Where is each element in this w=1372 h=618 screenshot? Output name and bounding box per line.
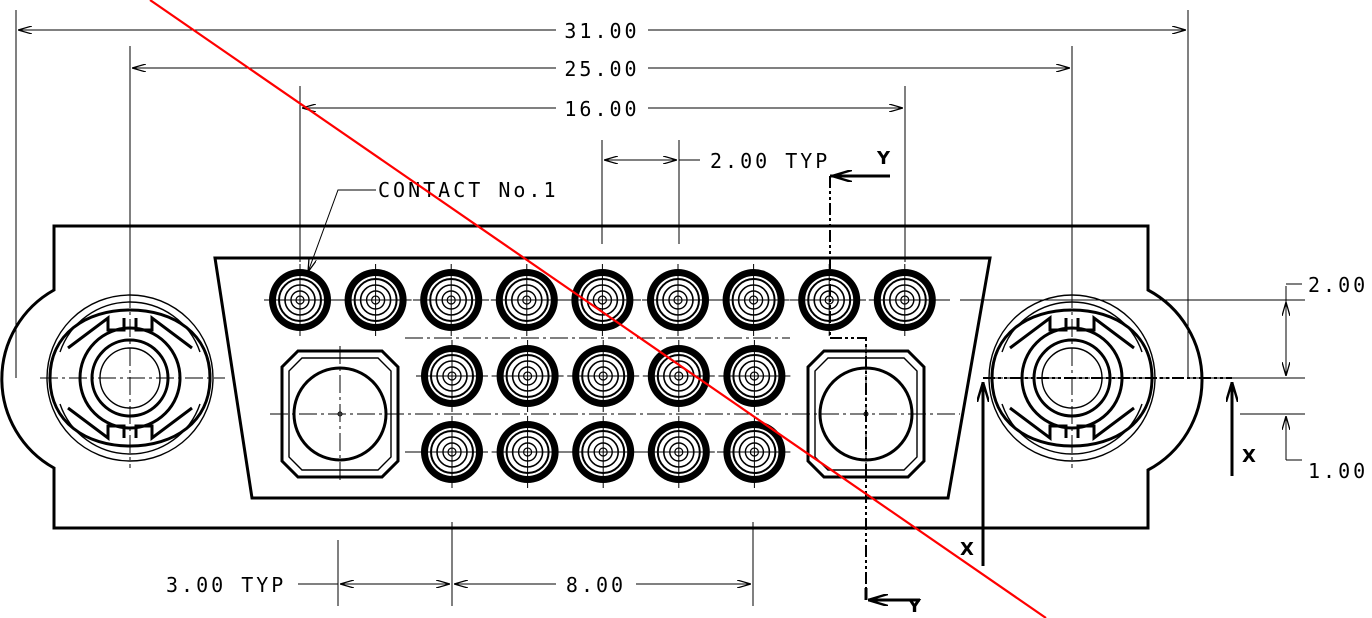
signal-contact xyxy=(566,264,639,336)
signal-contact xyxy=(868,264,941,336)
dim-overall-width-label: 31.00 xyxy=(564,19,639,43)
section-label-x-left: X xyxy=(960,539,974,560)
section-line-y xyxy=(829,176,920,600)
signal-contact xyxy=(642,340,715,412)
dim-contact-pitch-label: 2.00 TYP xyxy=(710,149,830,173)
dim-row-offsets xyxy=(960,283,1305,461)
signal-contact xyxy=(717,264,790,336)
signal-contact xyxy=(416,340,488,412)
signal-contact xyxy=(339,264,412,336)
dim-coax-spacing-label: 8.00 xyxy=(566,573,626,597)
signal-contact xyxy=(490,264,563,336)
dim-bottom xyxy=(298,522,754,606)
contact-one-leader xyxy=(308,189,376,272)
signal-contact xyxy=(491,340,564,412)
dim-contact-pitch xyxy=(601,140,700,244)
signal-contact xyxy=(718,416,791,488)
signal-contact xyxy=(416,416,488,488)
signal-contact xyxy=(642,416,715,488)
dim-overall-width xyxy=(15,10,1189,378)
dim-row-offset-bottom-label: 1.00 xyxy=(1308,459,1368,483)
signal-contact xyxy=(491,416,564,488)
signal-contact xyxy=(415,264,488,336)
dim-row-offset-top-label: 2.00 xyxy=(1308,273,1368,297)
signal-contact xyxy=(567,416,640,488)
dim-contact-span-label: 16.00 xyxy=(564,97,639,121)
connector-body-outline xyxy=(0,224,1204,530)
signal-contact xyxy=(567,340,640,412)
dim-contact-span xyxy=(299,86,906,262)
section-label-x-right: X xyxy=(1242,446,1256,467)
section-label-y-top: Y xyxy=(876,148,891,169)
section-label-y-bottom: Y xyxy=(907,596,922,617)
dim-mount-spacing-label: 25.00 xyxy=(564,57,639,81)
signal-contacts xyxy=(264,264,941,488)
dim-large-pitch-label: 3.00 TYP xyxy=(166,573,286,597)
red-strike-line xyxy=(149,0,1047,618)
mount-hole-left xyxy=(46,294,214,462)
large-contact-left xyxy=(280,349,400,479)
contact-one-label: CONTACT No.1 xyxy=(378,178,559,202)
signal-contact xyxy=(264,264,336,336)
section-line-x xyxy=(983,377,1232,566)
signal-contact xyxy=(718,340,791,412)
signal-contact xyxy=(642,264,714,336)
dim-mount-spacing xyxy=(129,46,1073,290)
